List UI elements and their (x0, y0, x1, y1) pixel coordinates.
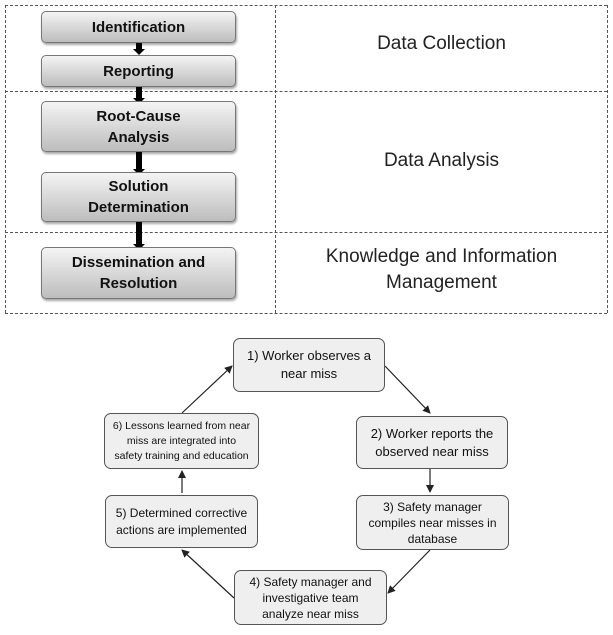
phase-knowledge-management: Knowledge and Information Management (325, 246, 558, 293)
connector-arrow-1 (133, 43, 145, 55)
cycle-arrow-4-to-5 (181, 549, 235, 599)
grid-line-right (607, 5, 608, 313)
cycle-arrow-3-to-4 (387, 549, 431, 594)
grid-line-row-1 (5, 91, 607, 92)
step-root-cause-analysis: Root-Cause Analysis (41, 101, 236, 152)
phase-data-collection: Data Collection (377, 33, 506, 54)
step-solution-determination: Solution Determination (41, 172, 236, 222)
grid-line-middle (275, 5, 276, 313)
grid-line-top (5, 5, 607, 6)
grid-line-bottom (5, 313, 607, 314)
cycle-node-4: 4) Safety manager and investigative team… (234, 570, 387, 625)
step-dissemination-resolution: Dissemination and Resolution (41, 247, 236, 299)
step-identification: Identification (41, 11, 236, 43)
cycle-node-3: 3) Safety manager compiles near misses i… (356, 495, 509, 550)
cycle-node-5: 5) Determined corrective actions are imp… (105, 495, 258, 548)
cycle-node-1: 1) Worker observes a near miss (233, 338, 385, 392)
grid-line-row-2 (5, 232, 607, 233)
cycle-arrow-1-to-2 (384, 365, 431, 414)
cycle-arrow-6-to-1 (181, 365, 233, 414)
cycle-node-2: 2) Worker reports the observed near miss (356, 416, 508, 469)
phase-data-analysis: Data Analysis (383, 150, 500, 171)
step-reporting: Reporting (41, 55, 236, 87)
grid-line-left (5, 5, 6, 313)
cycle-node-6: 6) Lessons learned from near miss are in… (104, 413, 259, 469)
